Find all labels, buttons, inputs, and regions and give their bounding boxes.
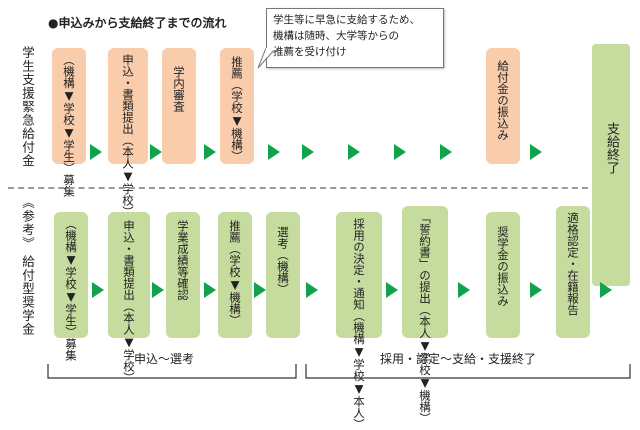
flow-arrow-icon — [204, 144, 216, 160]
bottom-step-7-text: 「誓約書」の提出（本人▼学校▼機構） — [418, 212, 432, 424]
diagram-title: ●申込みから支給終了までの流れ — [48, 16, 227, 30]
flow-arrow-icon — [152, 282, 164, 298]
bottom-step-4-text: 推薦（学校▼機構） — [228, 220, 242, 326]
row-label-emergency-benefit: 学生支援緊急給付金 — [20, 46, 35, 168]
callout-pointer — [257, 48, 276, 69]
bottom-step-3: 学業成績等確認 — [166, 212, 200, 338]
bottom-step-6-text: 採用の決定・通知（機構▼学校▼本人） — [352, 218, 366, 430]
bracket-application — [47, 364, 297, 379]
callout-line-1: 学生等に早急に支給するため、 — [273, 14, 420, 26]
flow-arrow-icon — [530, 282, 542, 298]
top-step-1: （機構▼学校▼学生）募集 — [52, 48, 86, 197]
flow-arrow-icon — [204, 282, 216, 298]
bottom-step-1-text: （機構▼学校▼学生）募集 — [64, 218, 78, 361]
flow-arrow-icon — [92, 282, 104, 298]
phase-brackets — [47, 364, 631, 379]
bottom-step-9: 適格認定・在籍報告 — [556, 206, 590, 338]
flow-arrow-icon — [440, 144, 452, 160]
callout-line-3: 推薦を受け付け — [273, 46, 347, 58]
row-separator — [8, 187, 598, 189]
end-of-payment-label: 支給終了 — [604, 122, 619, 174]
callout-line-2: 機構は随時、大学等からの — [273, 30, 399, 42]
phase-label-adoption: 採用・認定～支給・支援終了 — [380, 352, 537, 366]
top-step-4-text: 推薦（学校▼機構） — [230, 56, 244, 162]
phase-label-application: 申込～選考 — [134, 352, 195, 366]
flow-arrow-icon — [306, 282, 318, 298]
top-step-3-text: 学内審査 — [172, 66, 186, 112]
bottom-step-8-text: 奨学金の振込み — [496, 226, 510, 307]
flow-arrow-icon — [302, 144, 314, 160]
bottom-step-5-text: 選考（機構） — [276, 226, 290, 295]
bottom-step-2-text: 申込・書類提出（本人▼学校） — [122, 220, 136, 384]
callout-note: 学生等に早急に支給するため、 機構は随時、大学等からの 推薦を受け付け — [266, 8, 444, 68]
bottom-step-4: 推薦（学校▼機構） — [218, 212, 252, 338]
end-of-payment-box: 支給終了 — [592, 44, 630, 286]
top-step-5: 給付金の振込み — [486, 48, 520, 164]
bottom-step-5: 選考（機構） — [266, 212, 300, 338]
top-step-5-text: 給付金の振込み — [496, 60, 510, 141]
flow-arrow-icon — [348, 144, 360, 160]
bottom-step-8: 奨学金の振込み — [486, 212, 520, 338]
flow-arrow-icon — [90, 144, 102, 160]
flow-arrow-icon — [530, 144, 542, 160]
bottom-step-7: 「誓約書」の提出（本人▼学校▼機構） — [402, 206, 448, 424]
bottom-step-9-text: 適格認定・在籍報告 — [566, 212, 580, 316]
top-step-3: 学内審査 — [162, 48, 196, 164]
top-step-2-text: 申込・書類提出（本人▼学校） — [121, 54, 135, 218]
flow-arrow-icon — [600, 282, 612, 298]
flow-arrow-icon — [394, 144, 406, 160]
bottom-step-1: （機構▼学校▼学生）募集 — [54, 212, 88, 361]
flow-arrow-icon — [386, 282, 398, 298]
bottom-step-6: 採用の決定・通知（機構▼学校▼本人） — [336, 212, 382, 430]
flow-arrow-icon — [150, 144, 162, 160]
flow-arrow-icon — [268, 144, 280, 160]
flow-arrow-icon — [458, 282, 470, 298]
bottom-step-3-text: 学業成績等確認 — [176, 220, 190, 301]
row-label-scholarship-reference: 《参考》 給付型奨学金 — [20, 196, 35, 336]
bottom-step-2: 申込・書類提出（本人▼学校） — [108, 212, 150, 384]
flow-arrow-icon — [254, 282, 266, 298]
top-step-1-text: （機構▼学校▼学生）募集 — [62, 54, 76, 197]
top-step-2: 申込・書類提出（本人▼学校） — [108, 48, 148, 218]
top-step-4: 推薦（学校▼機構） — [220, 48, 254, 164]
bracket-adoption — [305, 364, 631, 379]
